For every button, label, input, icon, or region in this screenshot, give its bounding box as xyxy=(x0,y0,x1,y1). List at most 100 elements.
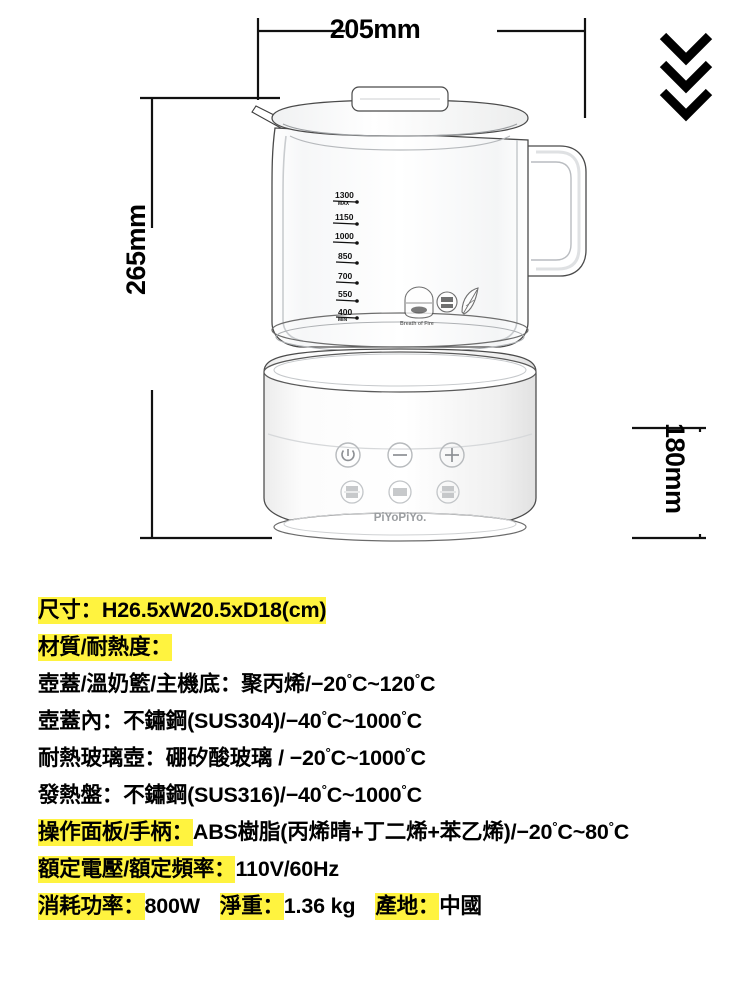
boil-button[interactable] xyxy=(436,480,460,504)
degree-symbol: ° xyxy=(414,670,421,686)
spec-row-glass: 耐熱玻璃壺：硼矽酸玻璃 / −20°C~1000°C xyxy=(0,740,750,777)
scale-value: 850 xyxy=(338,251,352,261)
tilde: ~ xyxy=(367,672,380,696)
spec-origin-label: 產地： xyxy=(375,893,440,920)
dimension-width-label: 205mm xyxy=(329,14,421,44)
spec-row-lid: 壺蓋/溫奶籃/主機底：聚丙烯/−20°C~120°C xyxy=(0,666,750,703)
spec-voltage-label: 額定電壓/額定頻率： xyxy=(38,856,236,883)
spec-lid-inner-label: 壺蓋內：不鏽鋼(SUS304)/ xyxy=(38,709,286,733)
brand-logo: PiYoPiYo. xyxy=(374,512,427,524)
minus-button[interactable] xyxy=(387,442,413,468)
spec-heating-label: 發熱盤：不鏽鋼(SUS316)/ xyxy=(38,783,286,807)
product-illustration-svg: 1300 MAX 1150 1000 850 700 550 xyxy=(140,18,706,542)
spec-glass-to: 1000 xyxy=(358,746,406,770)
spec-row-heating-plate: 發熱盤：不鏽鋼(SUS316)/−40°C~1000°C xyxy=(0,777,750,814)
spec-power-label: 消耗功率： xyxy=(38,893,145,920)
tilde: ~ xyxy=(572,820,586,844)
base-seat xyxy=(263,351,537,393)
product-diagram: 1300 MAX 1150 1000 850 700 550 xyxy=(121,14,713,542)
celsius: C xyxy=(326,783,343,807)
spec-weight-label: 淨重： xyxy=(219,893,284,920)
tilde: ~ xyxy=(345,746,359,770)
base-unit xyxy=(263,348,537,542)
degree-symbol: ° xyxy=(405,744,411,760)
spec-lid-to: 120 xyxy=(379,672,415,696)
tilde: ~ xyxy=(342,709,355,733)
spec-row-voltage: 額定電壓/額定頻率：110V/60Hz xyxy=(0,851,750,888)
dimension-depth-label: 180mm xyxy=(660,423,690,514)
celsius: C xyxy=(406,709,423,733)
degree-symbol: ° xyxy=(321,707,327,723)
lid-plate xyxy=(271,99,529,137)
celsius: C xyxy=(410,746,427,770)
jug-badges: Breath of Fire xyxy=(400,286,479,327)
celsius: C xyxy=(351,672,368,696)
base-seat-inner xyxy=(273,353,527,387)
scale-value: 1300 xyxy=(335,190,354,200)
badge-caption: Breath of Fire xyxy=(400,321,434,327)
spec-power-value: 800W xyxy=(144,894,201,918)
scale-value: 700 xyxy=(338,271,352,281)
lid-seam xyxy=(282,123,518,137)
spec-heating-from: −40 xyxy=(285,783,322,807)
spec-glass-label: 耐熱玻璃壺：硼矽酸玻璃 / xyxy=(38,746,290,770)
spec-lid-from: −20 xyxy=(310,672,347,696)
chevron-down-icon xyxy=(659,60,713,94)
dimension-lines xyxy=(140,18,706,540)
spec-weight-value: 1.36 kg xyxy=(283,894,356,918)
jug-lid xyxy=(271,86,529,151)
milk-mode-button[interactable] xyxy=(340,480,364,504)
scale-value: 1150 xyxy=(335,212,354,222)
spec-lid-inner-from: −40 xyxy=(285,709,322,733)
basket-icon xyxy=(404,286,434,319)
spec-row-lid-inner: 壺蓋內：不鏽鋼(SUS304)/−40°C~1000°C xyxy=(0,703,750,740)
spec-lid-label: 壺蓋/溫奶籃/主機底：聚丙烯/ xyxy=(38,672,311,696)
celsius: C xyxy=(613,820,630,844)
base-bottom-rim-inner xyxy=(283,512,517,536)
scale-value: 550 xyxy=(338,289,352,299)
spec-lid-inner-to: 1000 xyxy=(354,709,402,733)
chevron-down-stack xyxy=(659,32,713,122)
warm-button[interactable] xyxy=(388,480,412,504)
spec-panel-from: −20 xyxy=(516,820,553,844)
scale-value: 1000 xyxy=(335,231,354,241)
jug-inner-wall-left xyxy=(282,135,304,342)
degree-symbol: ° xyxy=(401,781,407,797)
lid-skirt xyxy=(289,135,511,151)
base-shoulder xyxy=(267,433,533,450)
spec-size-label: 尺寸： xyxy=(38,598,102,622)
celsius: C xyxy=(326,709,343,733)
scale-sub: MAX xyxy=(338,201,350,207)
jug-handle-inner xyxy=(531,161,572,261)
jug-handle-gloss xyxy=(536,150,581,271)
power-button[interactable] xyxy=(335,442,361,468)
spec-panel-to: 80 xyxy=(585,820,609,844)
chevron-down-icon xyxy=(659,88,713,122)
tilde: ~ xyxy=(342,783,355,807)
spec-panel-label: 操作面板/手柄： xyxy=(38,819,193,846)
dimension-height-label: 265mm xyxy=(121,204,151,295)
degree-symbol: ° xyxy=(608,818,614,834)
spec-row-size: 尺寸：H26.5xW20.5xD18(cm) xyxy=(0,592,750,629)
scale-sub: MIN xyxy=(338,317,348,323)
jug-body xyxy=(271,127,529,348)
spec-heating-to: 1000 xyxy=(354,783,402,807)
bpa-free-icon xyxy=(436,291,458,313)
degree-symbol: ° xyxy=(325,744,331,760)
degree-symbol: ° xyxy=(321,781,327,797)
plus-button[interactable] xyxy=(439,442,465,468)
leaf-icon xyxy=(461,287,479,315)
celsius: C xyxy=(557,820,573,844)
control-panel: PiYoPiYo. xyxy=(335,442,465,524)
chevron-down-icon xyxy=(659,32,713,66)
celsius: C xyxy=(406,783,423,807)
jug-handle-outer xyxy=(528,145,587,277)
jug-bottom-ring xyxy=(271,312,529,348)
spec-panel-value: ABS樹脂(丙烯晴+丁二烯+苯乙烯)/ xyxy=(192,820,517,844)
spec-glass-from: −20 xyxy=(289,746,326,770)
spec-row-material-heading: 材質/耐熱度： xyxy=(0,629,750,666)
degree-symbol: ° xyxy=(346,670,352,686)
spec-size-value: H26.5xW20.5xD18(cm) xyxy=(101,598,327,622)
degree-symbol: ° xyxy=(552,818,558,834)
